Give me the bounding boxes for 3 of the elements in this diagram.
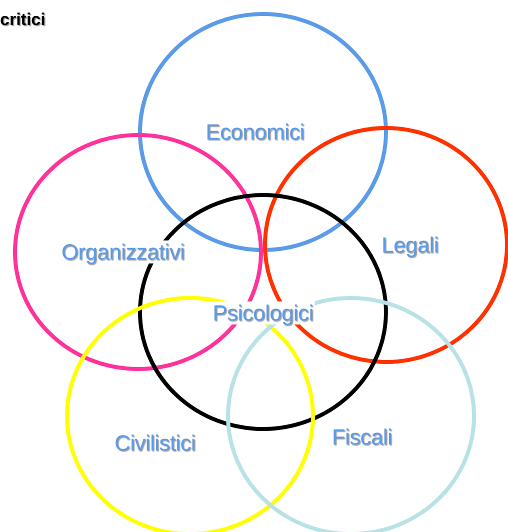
circle-label: Psicologici: [212, 301, 314, 325]
heading-fragment: critici: [0, 10, 46, 30]
circle-label: Organizzativi: [60, 240, 186, 264]
